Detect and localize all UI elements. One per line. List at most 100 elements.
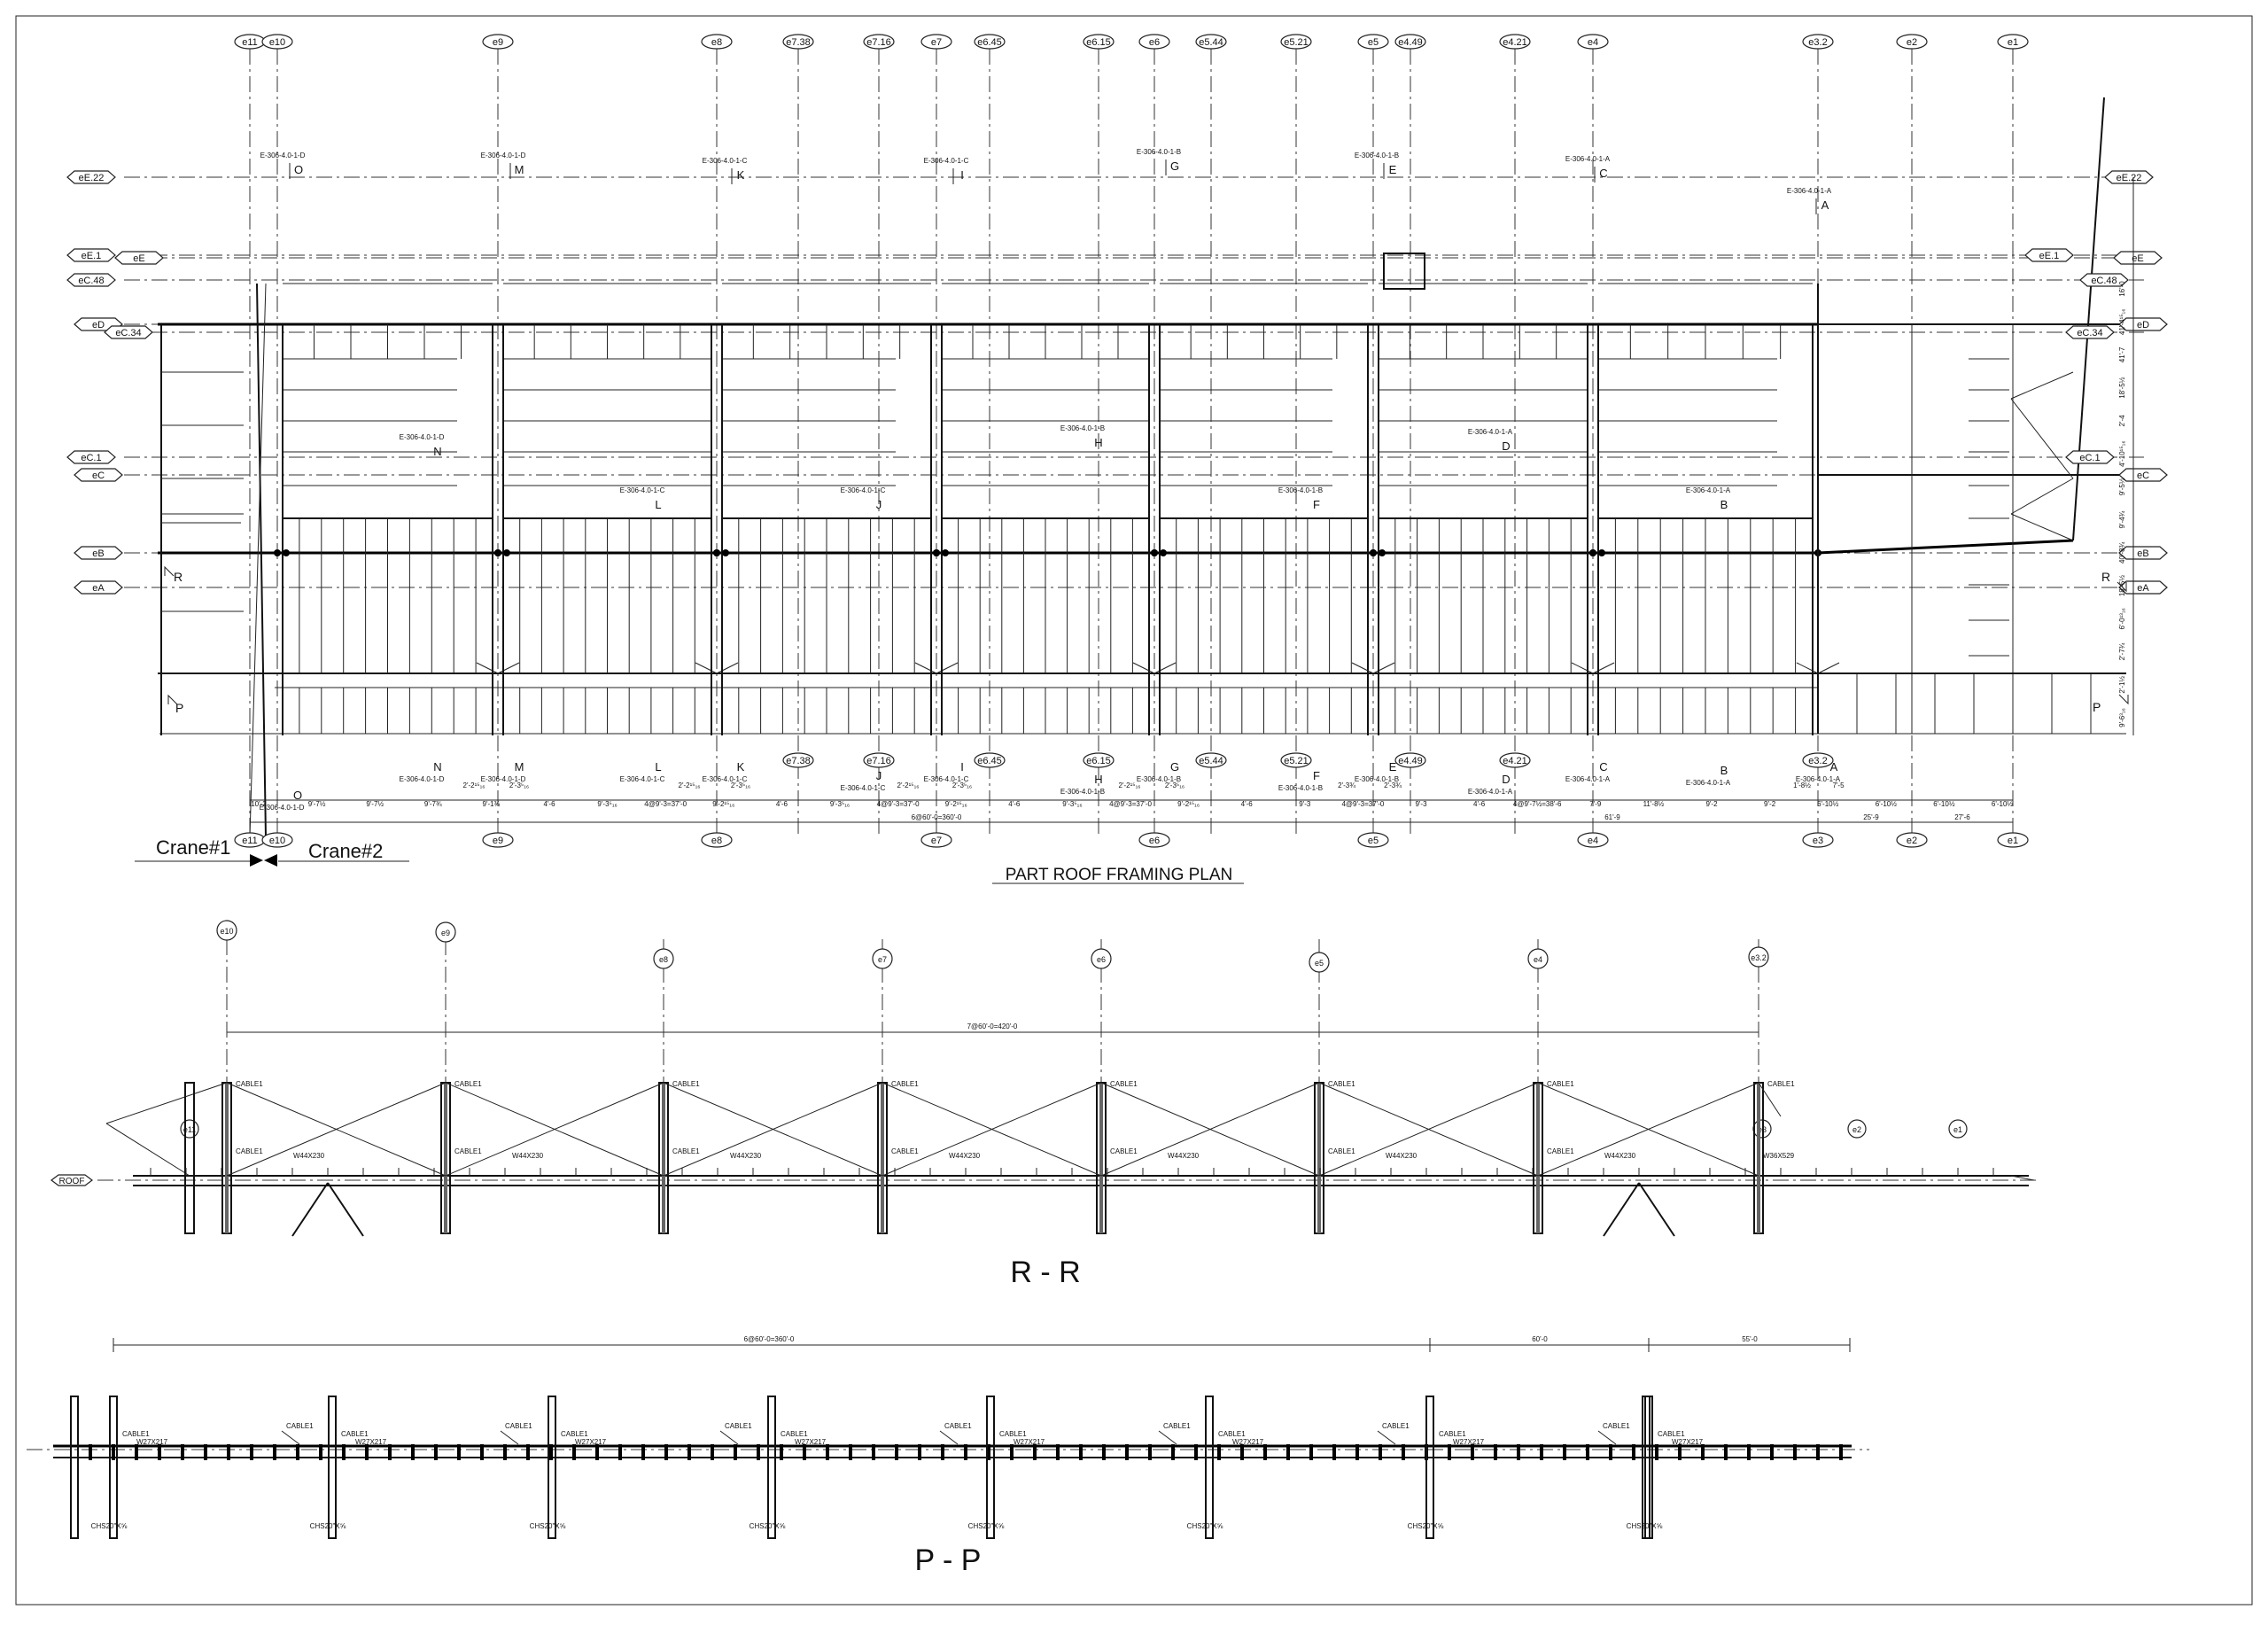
grid-bubble-top-e10[interactable]: e10 [261,34,293,50]
section-mark-bottom-d[interactable]: DE-306-4.0-1-A [1468,773,1513,796]
row-tag-left-eC-34[interactable]: eC.34 [104,325,153,339]
grid-bubble-top-e1[interactable]: e1 [1997,34,2029,50]
grid-bubble-top-e7-38[interactable]: e7.38 [782,34,814,50]
grid-bubble-top-e5[interactable]: e5 [1357,34,1389,50]
rr-grid-bubble-e6[interactable]: e6 [1091,948,1112,969]
rr-grid-bubble-e1[interactable]: e1 [1948,1119,1968,1139]
grid-bubble-top-e7-16[interactable]: e7.16 [863,34,895,50]
section-mark-mid-j[interactable]: E-306-4.0-1-CJ [841,486,886,511]
grid-bubble-bottom-e10[interactable]: e10 [261,832,293,848]
row-tag-left-eC[interactable]: eC [74,468,123,482]
row-tag-right-eC-1[interactable]: eC.1 [2065,450,2115,464]
grid-bubble-mid-e3-2[interactable]: e3.2 [1802,752,1834,768]
row-tag-left-eE[interactable]: eE [114,251,164,265]
section-cut-r-right[interactable]: R [2101,570,2127,593]
section-mark-top-m[interactable]: E-306-4.0-1-DM [481,152,526,179]
rr-grid-bubble-e11[interactable]: e11 [180,1119,199,1139]
section-mark-bottom-l[interactable]: LE-306-4.0-1-C [620,760,665,783]
grid-bubble-top-e5-44[interactable]: e5.44 [1195,34,1227,50]
rr-grid-bubble-e4[interactable]: e4 [1527,948,1549,969]
grid-bubble-bottom-e9[interactable]: e9 [482,832,514,848]
rr-grid-bubble-e8[interactable]: e8 [653,948,674,969]
section-mark-bottom-o[interactable]: OE-306-4.0-1-D [260,789,305,812]
section-cut-p-right[interactable]: P [2093,694,2129,714]
grid-bubble-top-e3-2[interactable]: e3.2 [1802,34,1834,50]
grid-bubble-bottom-e6[interactable]: e6 [1138,832,1170,848]
row-tag-right-eE[interactable]: eE [2113,251,2163,265]
section-mark-bottom-a[interactable]: AE-306-4.0-1-A [1796,760,1841,783]
row-tag-right-eA[interactable]: eA [2118,580,2168,595]
grid-bubble-bottom-e4[interactable]: e4 [1577,832,1609,848]
grid-bubble-mid-e4-49[interactable]: e4.49 [1394,752,1426,768]
section-mark-top-e[interactable]: E-306-4.0-1-BE [1355,152,1399,179]
row-tag-left-eC-48[interactable]: eC.48 [66,273,116,287]
section-mark-top-i[interactable]: E-306-4.0-1-CI [924,157,969,184]
row-tag-right-eC[interactable]: eC [2118,468,2168,482]
grid-bubble-top-e6-15[interactable]: e6.15 [1083,34,1115,50]
row-tag-left-eE-1[interactable]: eE.1 [66,248,116,262]
section-mark-mid-n[interactable]: E-306-4.0-1-DN [400,433,445,458]
grid-bubble-mid-e6-15[interactable]: e6.15 [1083,752,1115,768]
row-tag-right-eB[interactable]: eB [2118,546,2168,560]
section-mark-bottom-g[interactable]: GE-306-4.0-1-B [1137,760,1181,783]
section-mark-mid-h[interactable]: E-306-4.0-1-BH [1060,424,1105,449]
grid-bubble-bottom-e3[interactable]: e3 [1802,832,1834,848]
section-mark-top-a[interactable]: E-306-4.0-1-AA [1787,187,1832,214]
grid-bubble-top-e2[interactable]: e2 [1896,34,1928,50]
section-mark-bottom-f[interactable]: FE-306-4.0-1-B [1278,769,1323,792]
grid-bubble-bottom-e5[interactable]: e5 [1357,832,1389,848]
grid-bubble-top-e7[interactable]: e7 [920,34,952,50]
row-tag-right-eC-48[interactable]: eC.48 [2079,273,2129,287]
grid-bubble-mid-e6-45[interactable]: e6.45 [974,752,1006,768]
grid-bubble-mid-e5-21[interactable]: e5.21 [1280,752,1312,768]
rr-level-tag[interactable]: ROOF [50,1174,93,1186]
section-mark-bottom-i[interactable]: IE-306-4.0-1-C [924,760,969,783]
section-cut-p-left[interactable]: P [167,694,183,715]
section-mark-bottom-e[interactable]: EE-306-4.0-1-B [1355,760,1399,783]
grid-bubble-bottom-e11[interactable]: e11 [234,832,266,848]
section-mark-bottom-j[interactable]: JE-306-4.0-1-C [841,769,886,792]
rr-grid-bubble-e3-2[interactable]: e3.2 [1748,946,1769,968]
section-mark-bottom-k[interactable]: KE-306-4.0-1-C [703,760,748,783]
grid-bubble-top-e9[interactable]: e9 [482,34,514,50]
grid-bubble-mid-e7-38[interactable]: e7.38 [782,752,814,768]
rr-grid-bubble-e9[interactable]: e9 [435,921,456,943]
grid-bubble-mid-e7-16[interactable]: e7.16 [863,752,895,768]
rr-grid-bubble-e5[interactable]: e5 [1309,952,1330,973]
section-mark-bottom-m[interactable]: ME-306-4.0-1-D [481,760,526,783]
section-mark-top-c[interactable]: E-306-4.0-1-AC [1565,155,1611,183]
rr-grid-bubble-e10[interactable]: e10 [216,920,237,941]
section-mark-mid-b[interactable]: E-306-4.0-1-AB [1686,486,1731,511]
section-mark-bottom-c[interactable]: CE-306-4.0-1-A [1565,760,1611,783]
grid-bubble-top-e6[interactable]: e6 [1138,34,1170,50]
section-mark-top-o[interactable]: E-306-4.0-1-DO [260,152,306,179]
row-tag-right-eD[interactable]: eD [2118,317,2168,331]
grid-bubble-top-e4[interactable]: e4 [1577,34,1609,50]
section-mark-mid-f[interactable]: E-306-4.0-1-BF [1278,486,1323,511]
section-mark-bottom-n[interactable]: NE-306-4.0-1-D [400,760,445,783]
rr-grid-bubble-e2[interactable]: e2 [1847,1119,1867,1139]
grid-bubble-top-e4-49[interactable]: e4.49 [1394,34,1426,50]
grid-bubble-bottom-e7[interactable]: e7 [920,832,952,848]
grid-bubble-top-e4-21[interactable]: e4.21 [1499,34,1531,50]
section-mark-bottom-h[interactable]: HE-306-4.0-1-B [1060,773,1105,796]
row-tag-right-eE-22[interactable]: eE.22 [2104,170,2154,184]
section-cut-r-left[interactable]: R [164,565,183,584]
row-tag-right-eE-1[interactable]: eE.1 [2024,248,2074,262]
section-mark-top-g[interactable]: E-306-4.0-1-BG [1137,148,1181,175]
rr-grid-bubble-e7[interactable]: e7 [872,948,893,969]
grid-bubble-top-e8[interactable]: e8 [701,34,733,50]
grid-bubble-bottom-e8[interactable]: e8 [701,832,733,848]
section-mark-bottom-b[interactable]: BE-306-4.0-1-A [1686,764,1731,787]
section-mark-top-k[interactable]: E-306-4.0-1-CK [703,157,748,184]
grid-bubble-mid-e4-21[interactable]: e4.21 [1499,752,1531,768]
grid-bubble-bottom-e1[interactable]: e1 [1997,832,2029,848]
section-mark-mid-l[interactable]: E-306-4.0-1-CL [620,486,665,511]
row-tag-left-eB[interactable]: eB [74,546,123,560]
grid-bubble-top-e6-45[interactable]: e6.45 [974,34,1006,50]
row-tag-left-eA[interactable]: eA [74,580,123,595]
grid-bubble-bottom-e2[interactable]: e2 [1896,832,1928,848]
row-tag-right-eC-34[interactable]: eC.34 [2065,325,2115,339]
row-tag-left-eC-1[interactable]: eC.1 [66,450,116,464]
grid-bubble-mid-e5-44[interactable]: e5.44 [1195,752,1227,768]
